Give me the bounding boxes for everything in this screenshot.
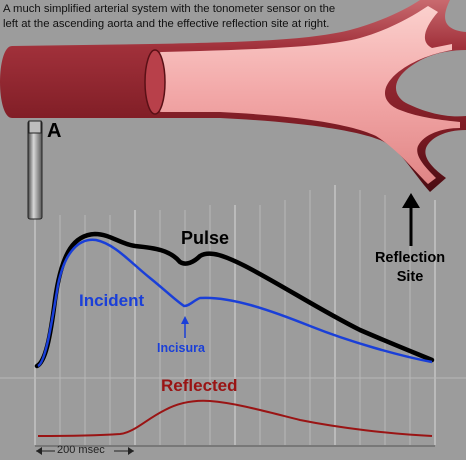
reflection-site-line-1: Reflection — [374, 250, 446, 266]
caption-line-2: left at the ascending aorta and the effe… — [3, 18, 330, 30]
pulse-label: Pulse — [181, 228, 230, 248]
scale-arrow-left — [36, 447, 42, 455]
reflected-waveform — [37, 399, 433, 437]
incident-waveform — [37, 238, 433, 368]
sensor-tip — [28, 120, 42, 134]
artery-lumen — [151, 6, 460, 184]
incisura-label: Incisura — [157, 341, 205, 355]
artery-cut-end — [144, 49, 166, 115]
reflection-site-label: Reflection Site — [370, 249, 450, 287]
sensor-label: A — [47, 120, 62, 142]
reflection-arrow-head — [402, 193, 420, 208]
time-grid — [34, 185, 436, 445]
artery-illustration — [0, 0, 466, 192]
time-scale-label: 200 msec — [57, 444, 105, 456]
reflection-site-line-2: Site — [396, 269, 424, 285]
tonometer-sensor — [27, 120, 43, 220]
caption-line-1: A much simplified arterial system with t… — [3, 3, 336, 15]
incident-label: Incident — [79, 291, 145, 310]
figure-caption: A much simplified arterial system with t… — [3, 2, 363, 32]
incisura-arrow — [181, 316, 189, 338]
reflected-label: Reflected — [161, 376, 238, 395]
incisura-arrow-head — [181, 316, 189, 324]
scale-arrow-right — [128, 447, 134, 455]
reflection-arrow — [402, 193, 420, 246]
time-scale-bar — [36, 447, 134, 455]
sensor-probe — [27, 120, 43, 220]
